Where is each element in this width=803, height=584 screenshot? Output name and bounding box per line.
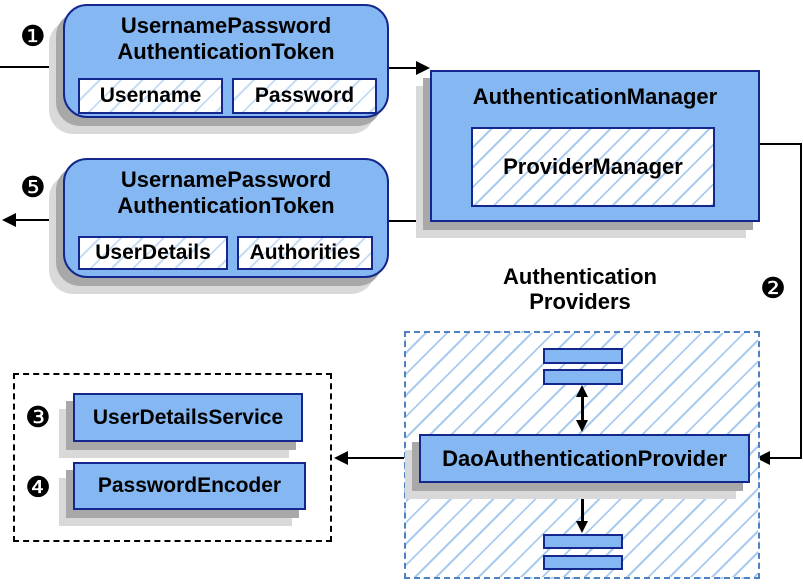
request-token-title-line2: AuthenticationToken (117, 39, 335, 64)
arrowhead-stub-top-up-icon (576, 385, 588, 397)
user-details-service-title: UserDetailsService (92, 405, 284, 429)
arrowhead-to-services-icon (334, 451, 348, 465)
connector-stub-top-dao (581, 392, 584, 424)
dao-authentication-provider-title: DaoAuthenticationProvider (442, 445, 727, 471)
request-token-title: UsernamePassword AuthenticationToken (65, 13, 387, 65)
step-5-badge: ❺ (20, 170, 46, 204)
authentication-providers-label: Authentication Providers (455, 264, 705, 314)
connector-request-in (0, 66, 64, 68)
request-token-node: UsernamePassword AuthenticationToken Use… (63, 4, 389, 118)
arrowhead-stub-bottom-down-icon (576, 521, 588, 533)
authentication-providers-label-line1: Authentication (503, 264, 657, 289)
arrowhead-response-out-icon (2, 213, 16, 227)
authentication-manager-node: AuthenticationManager ProviderManager (430, 70, 760, 222)
connector-dao-stub-bottom (581, 492, 584, 526)
connector-provider-to-services (347, 457, 419, 459)
connector-manager-right-v (800, 143, 802, 459)
user-details-service-node: UserDetailsService (73, 393, 303, 442)
provider-stub-top-1 (543, 348, 623, 364)
authentication-providers-label-line2: Providers (529, 289, 631, 314)
password-encoder-title: PasswordEncoder (97, 474, 282, 497)
services-zone (13, 373, 332, 542)
response-token-title-line2: AuthenticationToken (117, 193, 335, 218)
provider-stub-bottom-1 (543, 534, 623, 549)
provider-stub-bottom-2 (543, 555, 623, 570)
response-token-title: UsernamePassword AuthenticationToken (65, 167, 387, 219)
connector-response-out (14, 219, 64, 221)
response-token-title-line1: UsernamePassword (120, 167, 332, 192)
request-token-title-line1: UsernamePassword (120, 13, 332, 38)
password-encoder-node: PasswordEncoder (73, 462, 306, 510)
provider-manager-node: ProviderManager (471, 127, 715, 207)
dao-authentication-provider-node: DaoAuthenticationProvider (419, 434, 750, 483)
step-4-badge: ❹ (25, 470, 51, 504)
connector-to-provider-h (769, 457, 801, 459)
arrowhead-to-manager-icon (416, 61, 430, 75)
user-details-field: UserDetails (78, 236, 228, 270)
username-field: Username (78, 78, 223, 114)
step-1-badge: ❶ (20, 19, 46, 53)
arrowhead-stub-bottom-up-icon (576, 486, 588, 498)
password-field: Password (232, 78, 377, 114)
provider-stub-top-2 (543, 369, 623, 385)
connector-manager-right-h (760, 143, 802, 145)
arrowhead-stub-top-down-icon (576, 420, 588, 432)
response-token-node: UsernamePassword AuthenticationToken Use… (63, 158, 389, 278)
authorities-field: Authorities (237, 236, 373, 270)
connector-token-to-manager (389, 67, 417, 69)
step-2-badge: ❷ (760, 271, 786, 305)
authentication-manager-title: AuthenticationManager (472, 84, 718, 109)
connector-manager-to-token (389, 220, 433, 222)
step-3-badge: ❸ (25, 400, 51, 434)
